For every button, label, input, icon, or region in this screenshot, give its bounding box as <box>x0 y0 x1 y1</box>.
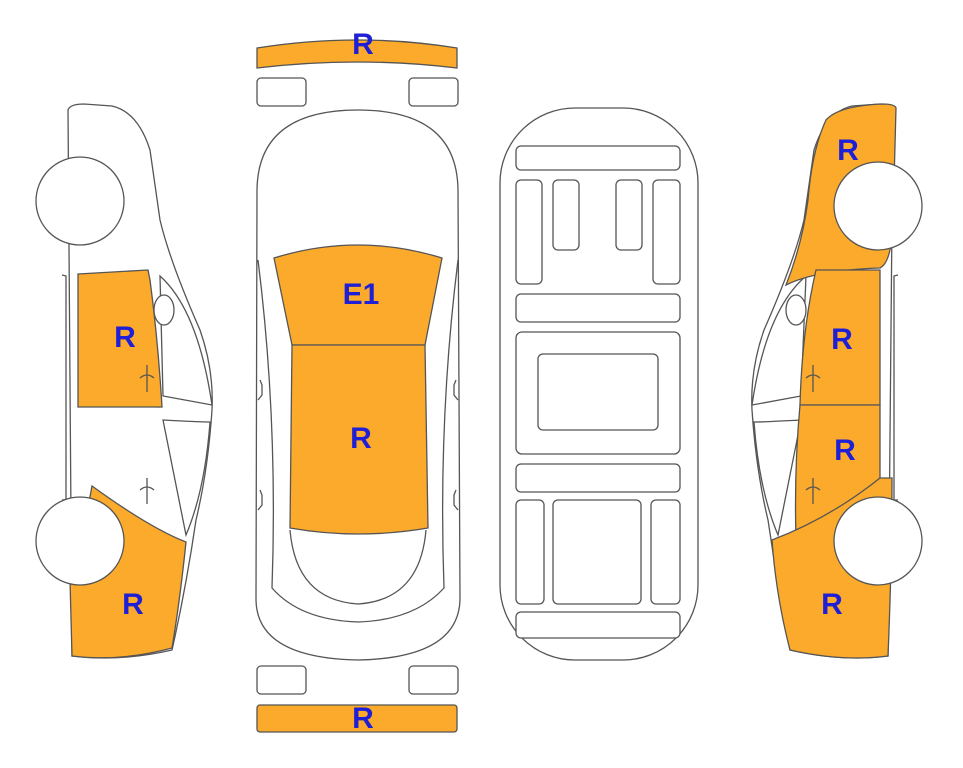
roof-panel[interactable] <box>289 344 429 535</box>
right-rear-quarter-code: R <box>821 588 843 621</box>
left-side-view: R R <box>35 103 213 659</box>
right-side-view: R R R R <box>751 103 923 659</box>
right-front-wheel <box>833 161 923 251</box>
front-bumper-panel[interactable] <box>256 39 458 69</box>
windshield-panel[interactable] <box>273 244 443 346</box>
front-bumper-code: R <box>352 28 374 61</box>
roof-code: R <box>350 422 372 455</box>
right-headlight <box>408 77 459 107</box>
rear-bumper-code: R <box>352 702 374 735</box>
left-front-wheel <box>35 156 125 246</box>
left-front-fender-code: R <box>114 321 136 354</box>
right-rear-door-code: R <box>834 434 856 467</box>
left-headlight <box>256 77 307 107</box>
left-front-fender-panel[interactable] <box>77 269 163 408</box>
right-front-door-code: R <box>831 323 853 356</box>
right-front-fender-code: R <box>837 134 859 167</box>
underbody-view <box>499 107 699 661</box>
left-rear-quarter-code: R <box>122 588 144 621</box>
top-view: R E1 R R <box>255 28 461 735</box>
left-taillight <box>256 665 307 695</box>
rear-bumper-panel[interactable] <box>256 704 458 733</box>
left-rear-wheel <box>35 496 125 586</box>
right-rear-wheel <box>833 496 923 586</box>
right-taillight <box>408 665 459 695</box>
windshield-code: E1 <box>343 278 380 311</box>
